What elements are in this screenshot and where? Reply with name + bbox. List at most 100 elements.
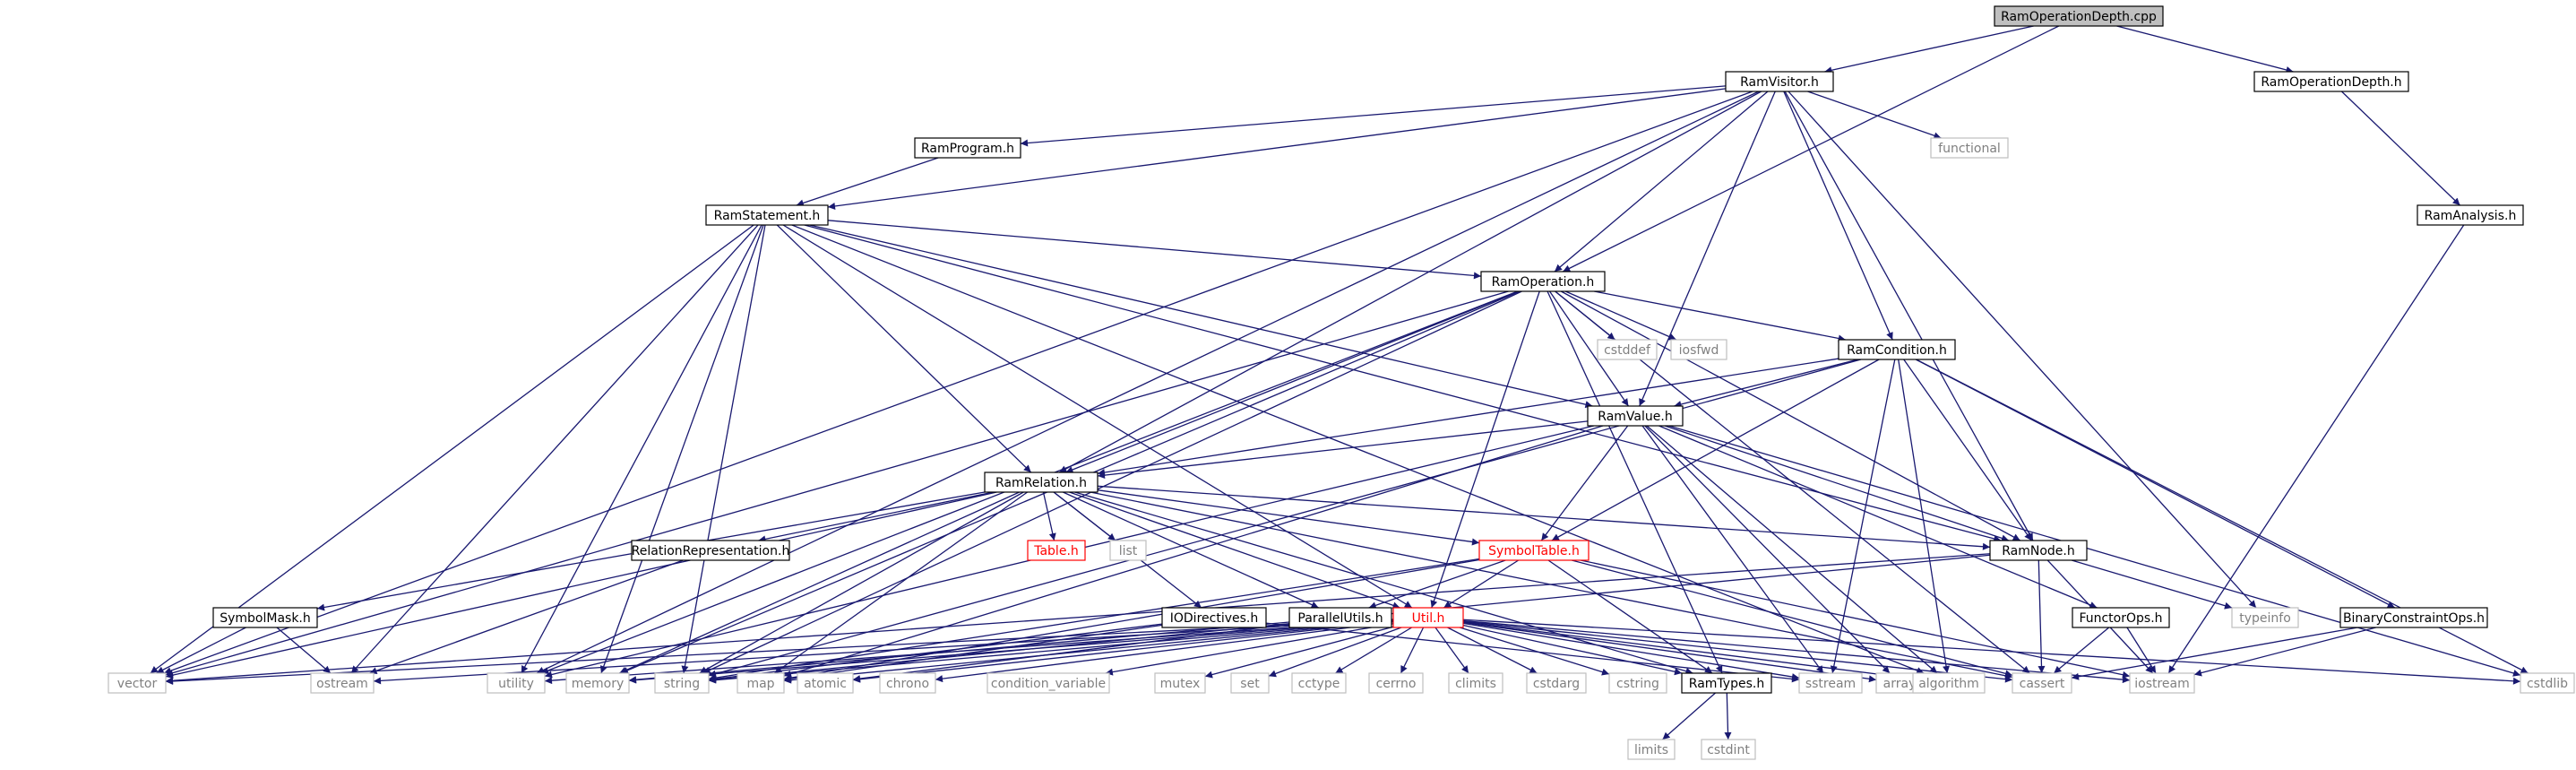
node-label: limits (1634, 743, 1668, 757)
edge-util-h-to-cstring (1460, 627, 1610, 676)
edge-ramstatement-h-to-ostream (350, 224, 759, 674)
node-cstdint: cstdint (1701, 739, 1756, 760)
node-label: RamProgram.h (921, 142, 1014, 156)
node-box (2012, 672, 2072, 694)
node-label: RamOperation.h (1492, 275, 1595, 290)
edge-ramoperation-h-to-ramvalue-h (1549, 290, 1629, 407)
edge-ramnode-h-to-cassert (2038, 559, 2046, 674)
node-box (1448, 672, 1503, 694)
edge-ramoperation-h-to-ramnode-h (1560, 290, 2021, 541)
edge-ramstatement-h-to-vector (150, 224, 754, 674)
edge-ramstatement-h-to-ramoperation-h (827, 220, 1482, 280)
edge-util-h-to-sstream (1462, 622, 1800, 680)
node-label: FunctorOps.h (2079, 611, 2162, 626)
node-ramstatement-h[interactable]: RamStatement.h (705, 204, 829, 226)
edge-ramcondition-h-to-algorithm (1898, 359, 1951, 674)
edge-ramvisitor-h-to-ramnode-h (1784, 91, 2034, 541)
node-box (2339, 607, 2488, 628)
node-label: mutex (1160, 677, 1201, 691)
node-ramvalue-h[interactable]: RamValue.h (1587, 405, 1684, 427)
node-symbolmask-h[interactable]: SymbolMask.h (212, 607, 318, 628)
node-functional: functional (1930, 137, 2009, 159)
node-label: IODirectives.h (1170, 611, 1258, 626)
node-label: cctype (1298, 677, 1340, 691)
node-box (1478, 540, 1590, 561)
edge-ramnode-h-to-vector (165, 553, 1991, 685)
node-box (1368, 672, 1424, 694)
node-ramrelation-h[interactable]: RamRelation.h (984, 472, 1098, 493)
edge-ramoperation-h-to-vector (165, 290, 1509, 677)
node-cstddef: cstddef (1597, 339, 1658, 360)
edge-ramvalue-h-to-cstdlib (1668, 425, 2521, 677)
node-box (1627, 739, 1676, 760)
node-parallelutils-h[interactable]: ParallelUtils.h (1288, 607, 1392, 628)
edge-ramrelation-h-to-ramnode-h (1097, 485, 1991, 550)
node-util-h[interactable]: Util.h (1392, 607, 1464, 628)
node-ramprogram-h[interactable]: RamProgram.h (914, 137, 1021, 159)
edge-symbolmask-h-to-vector (156, 627, 246, 674)
node-ramvisitor-h[interactable]: RamVisitor.h (1725, 71, 1834, 92)
node-box (487, 672, 546, 694)
node-label: iosfwd (1679, 343, 1719, 358)
edge-ramstatement-h-to-ramvalue-h (809, 224, 1593, 409)
edge-ramvisitor-h-to-ramprogram-h (1020, 85, 1727, 147)
node-label: typeinfo (2239, 611, 2291, 626)
node-label: atomic (804, 677, 847, 691)
node-box (1930, 137, 2009, 159)
edge-ramvalue-h-to-array (1644, 425, 1891, 674)
node-box (2072, 607, 2170, 628)
node-label: Table.h (1033, 544, 1079, 558)
node-functorops-h[interactable]: FunctorOps.h (2072, 607, 2170, 628)
node-box (1230, 672, 1270, 694)
edge-util-h-to-array (1462, 621, 1877, 683)
node-label: RamOperationDepth.cpp (2001, 10, 2157, 24)
node-ramtypes-h[interactable]: RamTypes.h (1681, 672, 1772, 694)
edge-ramvisitor-h-to-utility (536, 91, 1760, 674)
node-chrono: chrono (879, 672, 936, 694)
node-ramoperationdepth-h[interactable]: RamOperationDepth.h (2253, 71, 2409, 92)
node-label: cstdint (1707, 743, 1750, 757)
edge-ramcondition-h-to-sstream (1830, 359, 1896, 674)
edge-symboltable-h-to-iostream (1580, 559, 2131, 679)
node-box (1291, 672, 1347, 694)
edge-ramvisitor-h-to-ramstatement-h (827, 88, 1727, 210)
node-map: map (737, 672, 785, 694)
node-label: vector (117, 677, 158, 691)
node-box (212, 607, 318, 628)
edge-ramrelation-h-to-relationrepresentation-h (758, 491, 994, 543)
node-relationrepresentation-h[interactable]: RelationRepresentation.h (631, 540, 790, 561)
node-ramcondition-h[interactable]: RamCondition.h (1838, 339, 1956, 360)
node-label: SymbolMask.h (220, 611, 311, 626)
node-label: memory (572, 677, 625, 691)
edge-util-h-to-string (708, 619, 1394, 684)
node-box (737, 672, 785, 694)
node-box (565, 672, 630, 694)
edge-util-h-to-condition-variable (1105, 623, 1394, 676)
node-label: cstdarg (1533, 677, 1580, 691)
edge-ramcondition-h-to-ramnode-h (1903, 359, 2032, 541)
edge-ramoperation-h-to-ramcondition-h (1594, 290, 1846, 342)
node-ramoperation-h[interactable]: RamOperation.h (1480, 271, 1606, 292)
node-box (310, 672, 375, 694)
node-box (1701, 739, 1756, 760)
edge-ramrelation-h-to-table-h (1042, 491, 1056, 541)
node-label: RelationRepresentation.h (632, 544, 790, 558)
node-table-h[interactable]: Table.h (1027, 540, 1086, 561)
node-box (1597, 339, 1658, 360)
node-cassert: cassert (2012, 672, 2072, 694)
node-ramoperationdepth-cpp[interactable]: RamOperationDepth.cpp (1994, 5, 2164, 27)
edge-ramoperationdepth-cpp-to-ramoperationdepth-h (2116, 25, 2294, 74)
node-ramanalysis-h[interactable]: RamAnalysis.h (2417, 204, 2524, 226)
node-ramnode-h[interactable]: RamNode.h (1989, 540, 2088, 561)
node-label: set (1240, 677, 1260, 691)
node-box (1912, 672, 1986, 694)
node-label: ostream (316, 677, 368, 691)
node-iodirectives-h[interactable]: IODirectives.h (1161, 607, 1267, 628)
node-symboltable-h[interactable]: SymbolTable.h (1478, 540, 1590, 561)
edge-symboltable-h-to-cassert (1571, 559, 2013, 678)
edge-ramanalysis-h-to-iostream (2167, 224, 2465, 674)
node-box (1989, 540, 2088, 561)
node-binaryconstraintops-h[interactable]: BinaryConstraintOps.h (2339, 607, 2488, 628)
edge-ramrelation-h-to-symboltable-h (1097, 489, 1480, 546)
edge-ramrelation-h-to-util-h (1069, 491, 1400, 610)
